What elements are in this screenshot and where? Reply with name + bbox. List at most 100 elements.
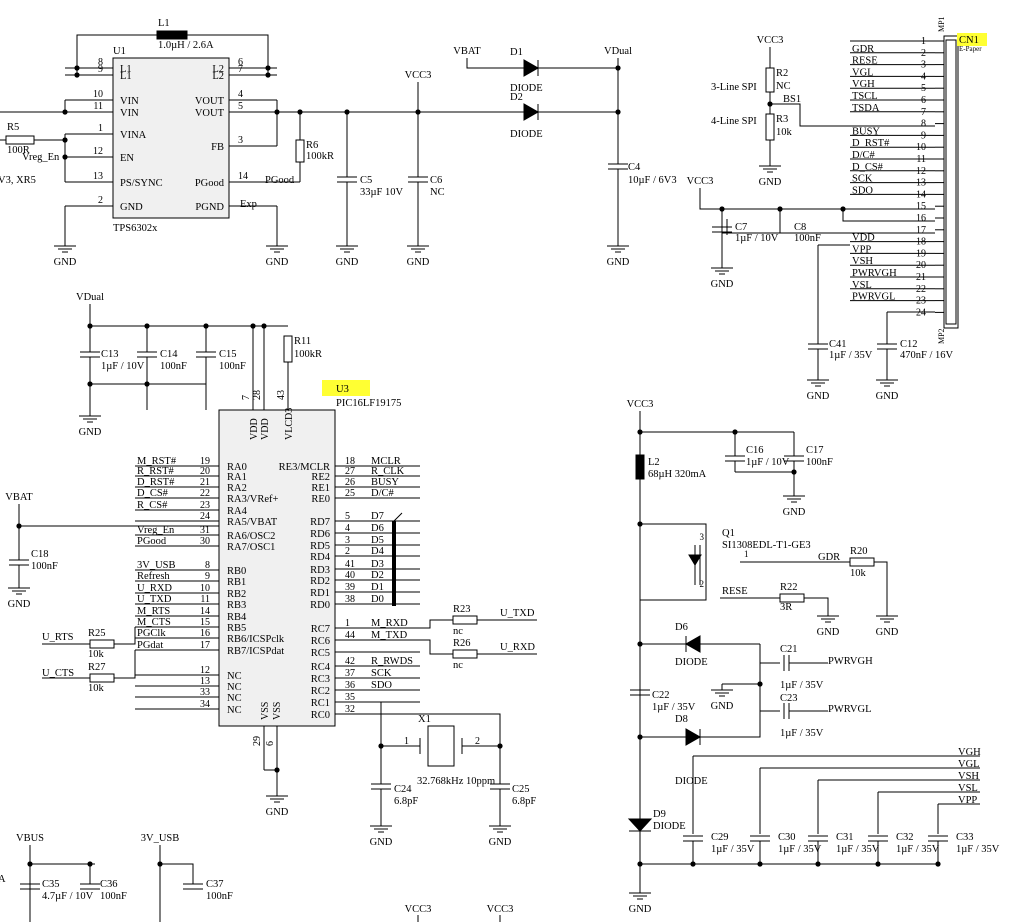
r5-ref: R5 [7,122,19,133]
cn1-pin-num: 15 [916,201,926,212]
diode-text: DIODE [675,776,708,787]
u3-right-pin-num: 44 [345,630,355,641]
x1-crystal [427,725,455,767]
cn1-pin-num: 8 [921,119,926,130]
r25-ref: R25 [88,628,106,639]
q1-pin3: 3 [700,532,705,542]
cn1-vcc3-wire [699,188,935,210]
c15-ref: C15 [219,349,237,360]
u3-right-pin-num: 26 [345,477,355,488]
u1-right-pin-name: FB [211,142,224,153]
r2-value: NC [776,81,791,92]
u1-right-pin-num: 7 [238,64,243,75]
cn1-pin-num: 21 [916,272,926,283]
u-cts-label: U_CTS [42,668,74,679]
u3-left-pin-num: 16 [200,628,210,639]
u3-left-pin-name: RA5/VBAT [227,517,278,528]
u3-left-pin-name: RB3 [227,600,246,611]
u3-left-pin-num: 30 [200,536,210,547]
bs1-wire [770,103,935,127]
q1-pin1: 1 [744,549,749,559]
q1-ref: Q1 [722,528,735,539]
u3-left-pin-name: RB6/ICSPclk [227,634,285,645]
u3-right-pin-num: 37 [345,668,355,679]
cn1-pin-net: VGL [852,67,874,78]
cn1-type: E-Paper [959,45,982,53]
vbus-label: VBUS [16,833,44,844]
u1-left-pin-num: 1 [98,123,103,134]
junction-dot [615,109,621,115]
c18-ref: C18 [31,549,49,560]
r25-out [114,627,136,645]
spi-3line-label: 3-Line SPI [711,82,757,93]
cn1-pin-num: 22 [916,284,926,295]
u1-right-pin-name: PGND [195,202,224,213]
c21-ref: C21 [780,644,798,655]
u1-left-pin-num: 8 [98,57,103,68]
cn1-pin-num: 19 [916,248,926,259]
cn1-pin-num: 4 [921,71,926,82]
c25-gnd: GND [489,837,512,848]
edge-text: V3, XR5 [0,175,36,186]
u3-right-pin-net: D4 [371,546,385,557]
u3-right-pin-net: R_CLK [371,466,405,477]
cn1-pin-net: TSDA [852,103,880,114]
junction-dot [767,101,773,107]
u3-left-pin-net: Refresh [137,571,170,582]
r22-gnd: GND [817,627,840,638]
r27-value: 10k [88,683,105,694]
c17-ref: C17 [806,445,824,456]
cn1-pin-num: 9 [921,130,926,141]
rail-cap-ref: C30 [778,832,796,843]
r23-ref: R23 [453,604,471,615]
r20-gnd: GND [876,627,899,638]
u3-left-pin-name: RB0 [227,566,246,577]
junction-dot [791,469,797,475]
cn1-pin-net: VPP [852,244,871,255]
exp-label: Exp [240,199,257,210]
pwrvgh-label: PWRVGH [828,656,873,667]
u1-part: TPS6302x [113,223,158,234]
u3-left-pin-name: RA1 [227,472,247,483]
u1-chip [112,57,230,219]
u3-right-pin-name: RD2 [310,576,330,587]
c22-ref: C22 [652,690,670,701]
r23-value: nc [453,626,463,637]
cn1-pin-num: 3 [921,60,926,71]
r5-resistor [5,135,35,145]
u3-left-pin-name: RB5 [227,623,246,634]
c7-ref: C7 [735,222,747,233]
u3-left-pin-num: 13 [200,676,210,687]
u3-left-pin-name: RA2 [227,483,247,494]
c37-value: 100nF [206,891,233,902]
u3-left-pin-num: 15 [200,617,210,628]
vss-pin-num: 6 [265,741,276,746]
c35-ref: C35 [42,879,60,890]
cn1-pin-num: 5 [921,83,926,94]
r11-value: 100kR [294,349,322,360]
c35-value: 4.7µF / 10V [42,891,94,902]
r5-value: 100R [7,145,30,156]
u3-right-pin-name: RE0 [311,494,330,505]
c41-ref: C41 [829,339,847,350]
u3-right-pin-name: RD4 [310,552,331,563]
vreg-en-label: Vreg_En [22,152,60,163]
u3-right-pin-num: 2 [345,546,350,557]
u3-right-pin-name: RC5 [311,648,330,659]
d1-diode [523,59,540,77]
junction-dot [875,861,881,867]
u3-left-pin-name: RA0 [227,462,247,473]
u3-left-pin-num: 31 [200,525,210,536]
u3-left-pin-num: 19 [200,456,210,467]
cn1-pin-net: TSCL [852,91,878,102]
cn1-pin-num: 24 [916,307,926,318]
u3-right-pin-num: 18 [345,456,355,467]
u3-right-pin-net: D1 [371,582,384,593]
cn1-pin-net: VGH [852,79,875,90]
u1-left-pin-name: VIN [120,108,139,119]
cn1-pin-num: 10 [916,142,926,153]
u3-top-pin-name: VDD [260,418,271,440]
cn1-pin-net: VDD [852,233,875,244]
x1-value: 32.768kHz 10ppm [417,776,495,787]
